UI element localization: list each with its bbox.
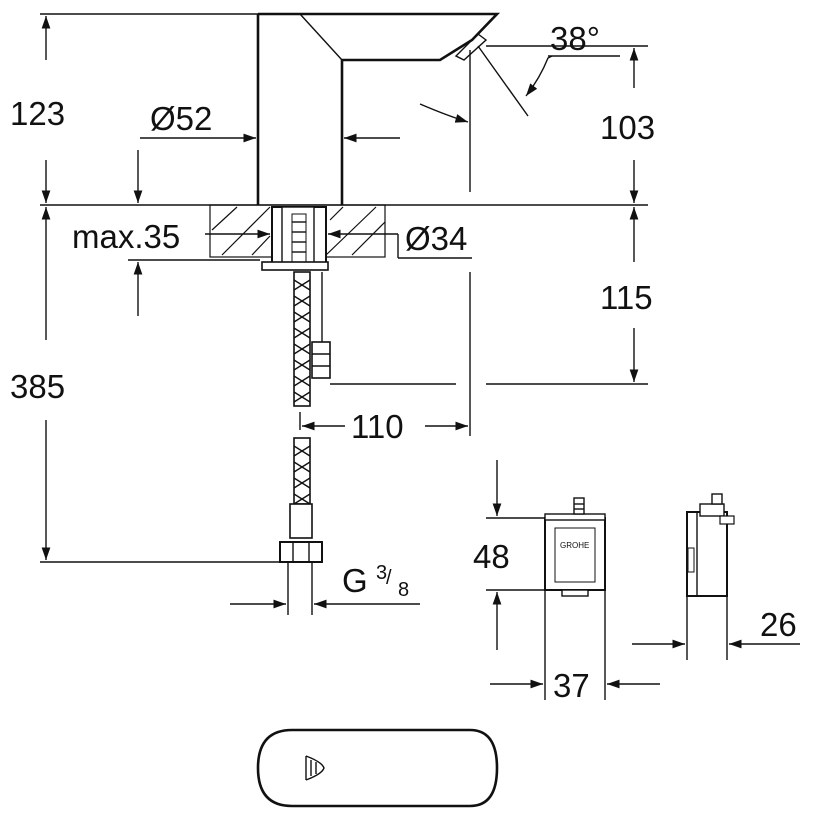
label-connection-numerator: 3 <box>376 562 387 584</box>
dimension-123: 123 <box>10 13 258 203</box>
dimension-diameter-52: Ø52 <box>140 100 400 143</box>
dimension-103: 103 <box>486 45 655 203</box>
mounting-shank <box>261 206 329 271</box>
dimension-connection-g38: G 3 / 8 <box>230 562 420 609</box>
label-angle-38: 38° <box>550 20 600 57</box>
label-diameter-52: Ø52 <box>150 100 212 137</box>
label-115: 115 <box>600 279 653 316</box>
supply-hose-upper <box>293 271 331 407</box>
label-103: 103 <box>600 109 655 146</box>
label-connection-prefix: G <box>342 562 368 599</box>
control-box-front: GROHE <box>544 497 606 597</box>
label-26: 26 <box>760 606 797 643</box>
label-48: 48 <box>473 538 510 575</box>
dimension-diameter-34: Ø34 <box>328 220 472 259</box>
label-123: 123 <box>10 95 65 132</box>
label-max-35: max.35 <box>72 218 180 255</box>
label-37: 37 <box>553 667 590 704</box>
dimension-110: 110 <box>299 272 471 445</box>
dimension-385: 385 <box>10 207 280 563</box>
control-box-side <box>686 493 735 597</box>
supply-hose-lower <box>279 437 323 615</box>
spout-top-view <box>256 728 499 808</box>
faucet-body <box>256 12 501 205</box>
svg-text:/: / <box>386 567 392 589</box>
dimension-angle-38: 38° <box>419 20 620 192</box>
dimension-26: 26 <box>632 596 800 660</box>
dimension-115: 115 <box>330 207 653 385</box>
dimension-max-35: max.35 <box>72 150 270 316</box>
label-110: 110 <box>351 408 404 445</box>
dimension-48: 48 <box>473 460 545 650</box>
brand-mark: GROHE <box>560 541 589 550</box>
label-diameter-34: Ø34 <box>405 220 467 257</box>
label-connection-denominator: 8 <box>398 579 409 601</box>
dimension-37: 37 <box>490 590 660 704</box>
label-385: 385 <box>10 368 65 405</box>
